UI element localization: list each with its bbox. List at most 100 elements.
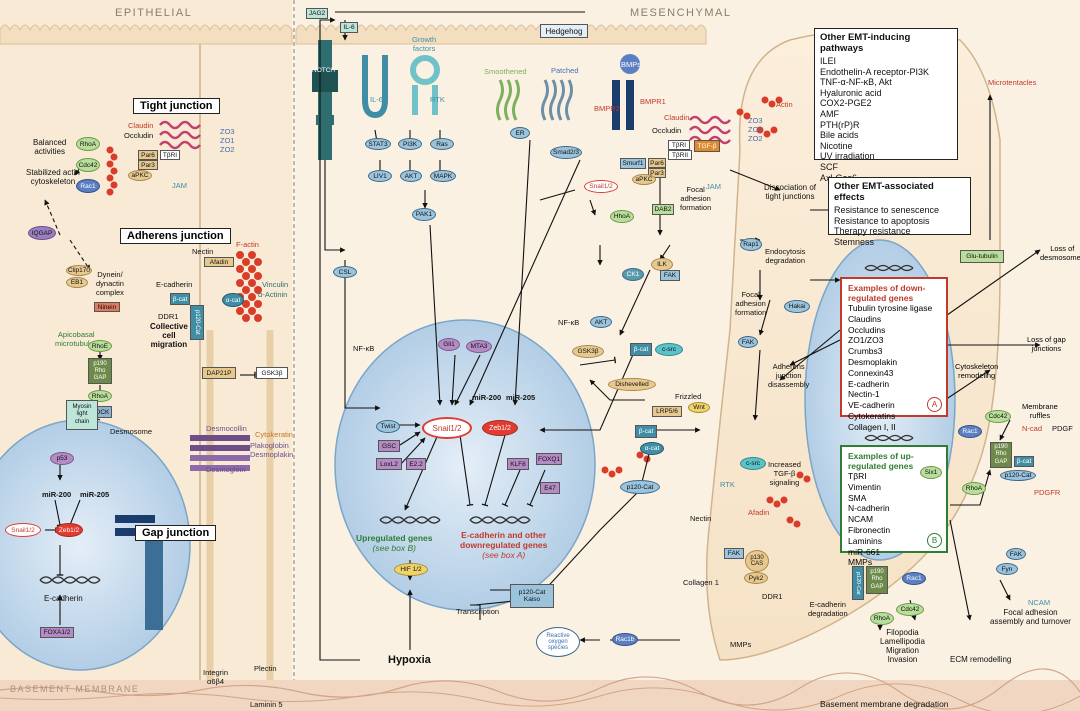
- ras-node: Ras: [430, 138, 454, 150]
- pathway-arrows: [44, 11, 1041, 661]
- invasion-text: Invasion: [887, 655, 918, 664]
- e47-tag: E47: [540, 482, 560, 494]
- ecm-remodelling-label: ECM remodelling: [950, 655, 1012, 664]
- cdc42-node-mes: Cdc42: [985, 410, 1011, 423]
- basement-membrane-degradation-label: Basement membrane degradation: [820, 699, 949, 709]
- mesenchymal-nucleus: [334, 319, 596, 611]
- nectin-label-mes: Nectin: [690, 514, 712, 523]
- p53-node: p53: [50, 452, 74, 465]
- loss-desmosomes-label: Loss ofdesmosomes: [1040, 244, 1080, 262]
- integrin-text: Integrin: [203, 668, 229, 677]
- afadin-label-mes: Afadin: [748, 508, 770, 517]
- plakoglobin-label: Plakoglobin: [250, 441, 289, 450]
- up-regulated-gene-item: Vimentin: [848, 481, 881, 492]
- rhoe-node: RhoE: [88, 340, 112, 352]
- down-regulated-gene-item: Connexin43: [848, 367, 894, 378]
- endo-degradation-text: degradation: [765, 256, 806, 265]
- assembly-turnover-text: assembly and turnover: [990, 617, 1071, 626]
- focal-text-1: Focal: [686, 185, 705, 194]
- gsk3b-tag-epi: GSK3β: [256, 367, 288, 379]
- growth-text: Growth: [412, 35, 437, 44]
- up-genes-heading: Examples of up-: [848, 451, 914, 461]
- adhesion-text-1: adhesion: [680, 194, 711, 203]
- down-genes-heading-2: regulated genes: [848, 293, 914, 303]
- mir205-label-epi: miR-205: [80, 490, 110, 499]
- jam-label: JAM: [172, 181, 187, 190]
- endocytosis-text: Endocytosis: [765, 247, 806, 256]
- pdgf-label: PDGF: [1052, 424, 1073, 433]
- desmoglein-label: Desmoglein: [206, 465, 246, 474]
- bmpr1-label: BMPR1: [640, 97, 666, 106]
- rtk-label-2: RTK: [720, 480, 735, 489]
- c-src-node-2: c-src: [740, 457, 766, 470]
- up-regulated-gene-item: Laminins: [848, 535, 883, 546]
- other-emt-pathways-heading: Other EMT-inducing pathways: [820, 32, 911, 54]
- junction-text: junction: [775, 371, 802, 380]
- down-regulated-gene-item: Nectin-1: [848, 389, 880, 400]
- dynactin-text: dynactin: [96, 279, 124, 288]
- cell-text: cell: [162, 331, 176, 340]
- up-regulated-gene-item: TβRI: [848, 471, 867, 481]
- loxl2-tag: LoxL2: [376, 458, 402, 470]
- p130-text: p130: [750, 555, 764, 561]
- adherens-text: Adherens: [772, 362, 805, 371]
- down-regulated-genes-box: Examples of down- regulated genes Tubuli…: [840, 277, 948, 432]
- hedgehog-tag: Hedgehog: [540, 24, 588, 38]
- beta-cat-tag-mes: β-cat: [630, 343, 652, 356]
- tight-junction-title: Tight junction: [133, 98, 220, 114]
- up-regulated-gene-item: N-cadherin: [848, 503, 890, 514]
- box-b-marker: B: [927, 533, 942, 548]
- rhoa-node-2: RhoA: [88, 390, 112, 402]
- zo2-label-mes: ZO2: [748, 134, 763, 143]
- e2-2-tag: E2.2: [406, 458, 426, 470]
- rho-text-mes: Rho: [995, 451, 1007, 458]
- gapb-text: GAP: [870, 583, 884, 590]
- basement-membrane-fibers-2: [0, 683, 1080, 711]
- vinculin-label: Vinculin: [262, 280, 289, 289]
- par6-tag: Par6: [138, 150, 158, 160]
- tight-junctions-text: tight junctions: [765, 192, 815, 201]
- fak-node-4: FAK: [1006, 548, 1026, 560]
- cytoskel-text-2: remodeling: [958, 371, 996, 380]
- disassembly-text: disassembly: [768, 380, 810, 389]
- actin-label-mes: Actin: [776, 100, 793, 109]
- balanced-text: Balanced: [33, 138, 67, 147]
- adhesion-text-2: adhesion: [735, 299, 766, 308]
- occludin-label-mes: Occludin: [652, 126, 682, 135]
- gsk3b-node: GSK3β: [572, 345, 604, 358]
- down-genes-heading: Examples of down-: [848, 283, 926, 293]
- six1-node: Six1: [920, 466, 942, 479]
- plectin-label: Plectin: [254, 664, 277, 673]
- adherens-junction-title: Adherens junction: [120, 228, 231, 244]
- tight-junction-strands: [159, 120, 201, 150]
- up-regulated-gene-item: MMPs: [848, 557, 873, 568]
- mir200-label-mes: miR-200: [472, 393, 502, 402]
- down-regulated-gene-item: Tubulin tyrosine ligase: [848, 303, 933, 313]
- tbrii-tag-mes: TβRII: [668, 150, 692, 160]
- zo1-label-mes: ZO1: [748, 125, 763, 134]
- emt-pathway-item: Endothelin-A receptor-PI3K: [820, 66, 930, 77]
- hif-node: HIF 1/2: [394, 563, 428, 576]
- ddr1-label-mes: DDR1: [762, 592, 783, 601]
- increased-text: Increased: [768, 460, 801, 469]
- patched-label: Patched: [551, 66, 579, 75]
- smoothened-label: Smoothened: [484, 67, 527, 76]
- rhoa-node-mes: RhoA: [962, 482, 986, 495]
- emt-pathway-item: UV irradiation: [820, 151, 875, 162]
- klf8-tag: KLF8: [507, 458, 529, 470]
- iqgap-node: IQGAP: [28, 226, 56, 240]
- apicobasal-text: Apicobasal: [57, 330, 95, 339]
